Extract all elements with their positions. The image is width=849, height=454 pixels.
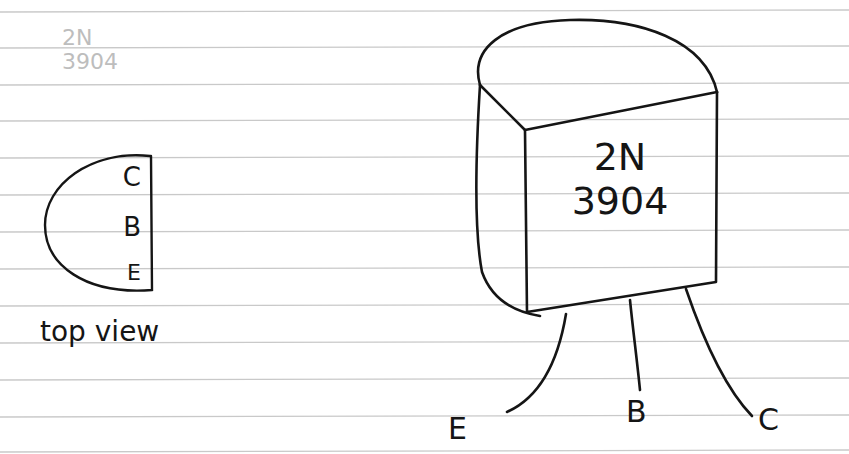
top-view-outline	[45, 155, 152, 290]
part-number: 2N 3904	[560, 128, 680, 223]
view-caption: top view	[40, 318, 159, 346]
pin-label: C	[758, 405, 779, 435]
pin-letter: C	[123, 164, 141, 190]
top-view-pin-outline: CBE	[55, 158, 147, 288]
pin-letter: E	[127, 262, 141, 284]
erased-note: 2N 3904	[62, 26, 132, 74]
pin-label: B	[626, 397, 647, 427]
ruled-lines	[0, 10, 849, 452]
transistor-body	[477, 20, 753, 416]
pin-letter: B	[123, 214, 141, 240]
transistor-front-face: 2N 3904	[535, 128, 705, 238]
pin-label: E	[448, 414, 467, 444]
